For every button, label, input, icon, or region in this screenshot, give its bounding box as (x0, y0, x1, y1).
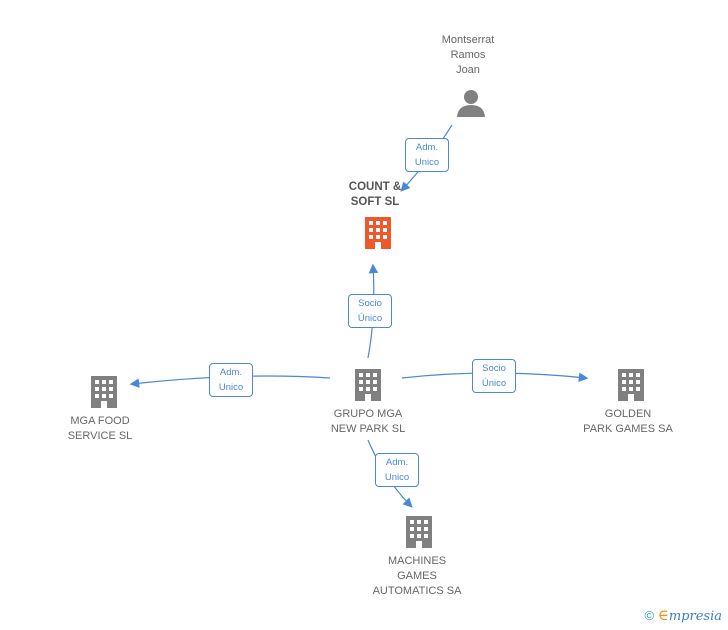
building-icon[interactable] (362, 215, 394, 251)
relation-badge[interactable]: Socio Único (472, 359, 516, 393)
montserrat-ramos-joan-label[interactable]: Montserrat Ramos Joan (441, 34, 495, 76)
building-icon[interactable] (615, 367, 647, 403)
building-icon[interactable] (403, 514, 435, 550)
person-icon[interactable] (456, 88, 486, 118)
relation-badge[interactable]: Adm. Unico (209, 363, 253, 397)
count-soft-label[interactable]: COUNT & SOFT SL (348, 181, 402, 208)
relation-badge[interactable]: Adm. Unico (375, 453, 419, 487)
machines-games-label[interactable]: MACHINES GAMES AUTOMATICS SA (372, 555, 462, 597)
building-icon[interactable] (88, 374, 120, 410)
brand-wordmark: ∈mpresia (657, 606, 722, 624)
grupo-mga-label[interactable]: GRUPO MGA NEW PARK SL (330, 408, 406, 435)
empresia-logo[interactable]: © ∈mpresia (645, 606, 722, 624)
mga-food-label[interactable]: MGA FOOD SERVICE SL (67, 415, 133, 442)
building-icon[interactable] (352, 367, 384, 403)
golden-park-label[interactable]: GOLDEN PARK GAMES SA (583, 408, 673, 435)
relation-badge[interactable]: Socio Único (348, 294, 392, 328)
copyright-icon: © (644, 608, 655, 623)
relation-badge[interactable]: Adm. Unico (405, 138, 449, 172)
